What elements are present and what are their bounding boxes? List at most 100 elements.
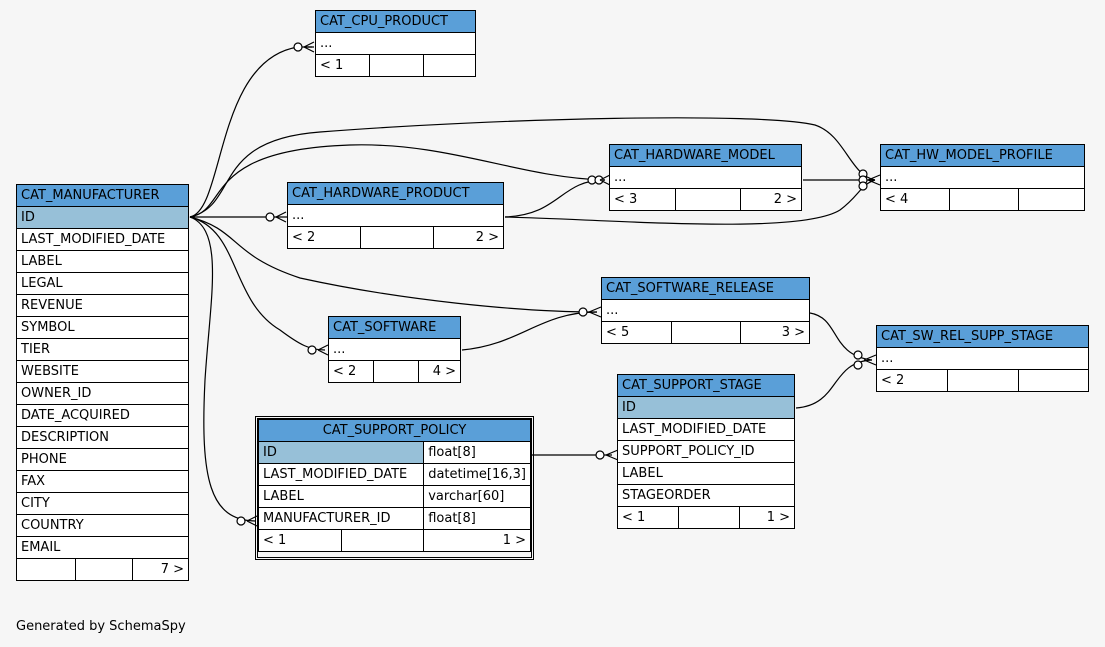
collapsed-columns: ... — [328, 338, 461, 361]
children-count — [1018, 188, 1085, 211]
column-row[interactable]: DATE_ACQUIRED — [16, 404, 189, 427]
column-row[interactable]: LABEL — [257, 485, 425, 508]
edge-manufacturer-software — [189, 216, 326, 351]
edge-manufacturer-software-release — [189, 216, 598, 313]
spacer-cell — [75, 558, 133, 581]
generator-credit: Generated by SchemaSpy — [16, 619, 186, 634]
children-count — [1018, 369, 1089, 392]
column-type: float[8] — [423, 507, 531, 530]
collapsed-columns: ... — [601, 299, 810, 322]
crowfoot — [588, 306, 602, 318]
spacer-cell — [369, 54, 424, 77]
column-type: datetime[16,3] — [423, 463, 531, 486]
table-title[interactable]: CAT_CPU_PRODUCT — [315, 10, 476, 33]
table-title[interactable]: CAT_SUPPORT_STAGE — [617, 374, 795, 397]
table-title[interactable]: CAT_HARDWARE_MODEL — [609, 144, 802, 167]
table-cat-cpu-product[interactable]: CAT_CPU_PRODUCT ... < 1 — [315, 10, 476, 77]
collapsed-columns: ... — [287, 204, 504, 227]
zero-marker — [594, 175, 604, 185]
parents-count: < 2 — [328, 360, 374, 383]
parents-count: < 5 — [601, 321, 672, 344]
column-id[interactable]: ID — [617, 396, 795, 419]
column-row[interactable]: LAST_MODIFIED_DATE — [16, 228, 189, 251]
edge-software-software-release — [461, 311, 598, 351]
focus-frame — [255, 416, 534, 560]
spacer-cell — [341, 529, 425, 552]
spacer-cell — [671, 321, 741, 344]
collapsed-columns: ... — [315, 32, 476, 55]
table-cat-manufacturer[interactable]: CAT_MANUFACTURER ID LAST_MODIFIED_DATE L… — [16, 184, 189, 581]
zero-marker — [307, 345, 317, 355]
table-title[interactable]: CAT_SOFTWARE — [328, 316, 461, 339]
column-row[interactable]: COUNTRY — [16, 514, 189, 537]
edge-manufacturer-cpu-product — [189, 46, 312, 218]
table-cat-software[interactable]: CAT_SOFTWARE ... < 2 4 > — [328, 316, 461, 383]
table-title[interactable]: CAT_SUPPORT_POLICY — [258, 419, 531, 442]
column-row[interactable]: CITY — [16, 492, 189, 515]
children-count: 1 > — [739, 506, 795, 529]
children-count: 2 > — [740, 188, 802, 211]
crowfoot — [303, 41, 315, 53]
collapsed-columns: ... — [876, 347, 1089, 370]
table-title[interactable]: CAT_SW_REL_SUPP_STAGE — [876, 325, 1089, 348]
spacer-cell — [947, 369, 1019, 392]
table-cat-sw-rel-supp-stage[interactable]: CAT_SW_REL_SUPP_STAGE ... < 2 — [876, 325, 1089, 392]
parents-count: < 1 — [315, 54, 370, 77]
collapsed-columns: ... — [609, 166, 802, 189]
column-id[interactable]: ID — [16, 206, 189, 229]
column-row[interactable]: LABEL — [16, 250, 189, 273]
edge-manufacturer-hardware-model — [189, 144, 606, 218]
zero-marker — [293, 42, 303, 52]
table-title[interactable]: CAT_MANUFACTURER — [16, 184, 189, 207]
column-row[interactable]: MANUFACTURER_ID — [257, 507, 425, 530]
children-count — [423, 54, 476, 77]
column-row[interactable]: SYMBOL — [16, 316, 189, 339]
column-row[interactable]: LAST_MODIFIED_DATE — [257, 463, 425, 486]
column-row[interactable]: STAGEORDER — [617, 484, 795, 507]
crowfoot — [867, 174, 881, 186]
zero-marker — [853, 360, 863, 370]
parents-count: < 4 — [880, 188, 950, 211]
column-row[interactable]: WEBSITE — [16, 360, 189, 383]
column-row[interactable]: LABEL — [617, 462, 795, 485]
collapsed-columns: ... — [880, 166, 1085, 189]
table-title[interactable]: CAT_HARDWARE_PRODUCT — [287, 182, 504, 205]
zero-marker — [853, 350, 863, 360]
table-cat-hw-model-profile[interactable]: CAT_HW_MODEL_PROFILE ... < 4 — [880, 144, 1085, 211]
crowfoot — [275, 211, 287, 223]
column-type: float[8] — [423, 441, 531, 464]
column-row[interactable]: SUPPORT_POLICY_ID — [617, 440, 795, 463]
table-title[interactable]: CAT_HW_MODEL_PROFILE — [880, 144, 1085, 167]
zero-marker — [265, 212, 275, 222]
column-row[interactable]: FAX — [16, 470, 189, 493]
parents-count: < 3 — [609, 188, 676, 211]
column-type: varchar[60] — [423, 485, 531, 508]
column-row[interactable]: TIER — [16, 338, 189, 361]
crowfoot — [599, 174, 611, 186]
column-row[interactable]: LAST_MODIFIED_DATE — [617, 418, 795, 441]
table-cat-hardware-model[interactable]: CAT_HARDWARE_MODEL ... < 3 2 > — [609, 144, 802, 211]
spacer-cell — [373, 360, 419, 383]
children-count: 1 > — [423, 529, 531, 552]
column-row[interactable]: OWNER_ID — [16, 382, 189, 405]
column-row[interactable]: PHONE — [16, 448, 189, 471]
spacer-cell — [949, 188, 1019, 211]
column-row[interactable]: REVENUE — [16, 294, 189, 317]
table-cat-support-stage[interactable]: CAT_SUPPORT_STAGE ID LAST_MODIFIED_DATE … — [617, 374, 795, 529]
column-row[interactable]: LEGAL — [16, 272, 189, 295]
table-title[interactable]: CAT_SOFTWARE_RELEASE — [601, 277, 810, 300]
column-row[interactable]: DESCRIPTION — [16, 426, 189, 449]
column-id[interactable]: ID — [257, 441, 425, 464]
parents-count: < 2 — [287, 226, 361, 249]
crowfoot — [863, 354, 877, 366]
parents-count — [16, 558, 76, 581]
zero-marker — [578, 307, 588, 317]
children-count: 4 > — [418, 360, 461, 383]
children-count: 7 > — [132, 558, 189, 581]
column-row[interactable]: EMAIL — [16, 536, 189, 559]
zero-marker — [236, 516, 246, 526]
